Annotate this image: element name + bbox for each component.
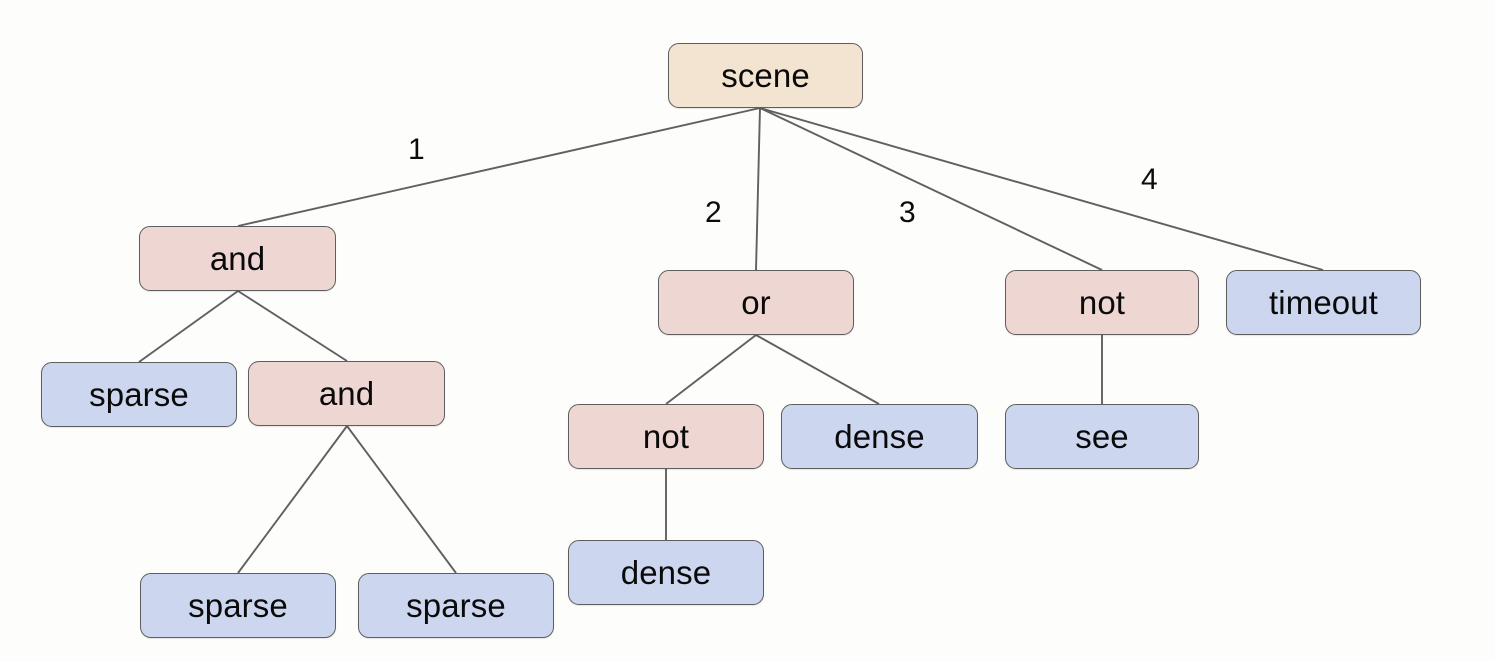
edge-label-3: 3 [899,196,916,229]
tree-node-label: not [642,418,690,455]
tree-node-label: sparse [188,587,288,624]
tree-edge [346,425,457,574]
tree-edge [759,107,1103,271]
tree-node-and1[interactable]: and [139,226,336,291]
tree-node-label: dense [834,418,925,455]
tree-node-or1[interactable]: or [658,270,854,335]
tree-node-label: timeout [1269,284,1378,321]
tree-node-sparse3[interactable]: sparse [358,573,554,638]
tree-node-timeout1[interactable]: timeout [1226,270,1421,335]
tree-node-dense2[interactable]: dense [568,540,764,605]
tree-node-label: scene [721,57,810,94]
edge-label-4: 4 [1141,163,1158,196]
tree-edge [755,107,761,271]
tree-edge [665,334,757,405]
tree-node-not1[interactable]: not [568,404,764,469]
tree-node-label: sparse [89,376,189,413]
tree-edge [138,290,239,363]
tree-edge [755,334,880,405]
tree-node-see1[interactable]: see [1005,404,1199,469]
tree-node-label: not [1078,284,1126,321]
edge-label-2: 2 [705,196,722,229]
tree-edge [237,425,348,574]
tree-node-label: and [318,375,375,412]
tree-node-label: see [1075,418,1129,455]
tree-edge [759,107,1324,271]
tree-node-and2[interactable]: and [248,361,445,426]
tree-edge [237,290,348,362]
tree-node-not2[interactable]: not [1005,270,1199,335]
tree-node-label: or [741,284,771,321]
tree-edge [237,107,761,227]
tree-node-sparse2[interactable]: sparse [140,573,336,638]
tree-node-scene[interactable]: scene [668,43,863,108]
tree-node-label: dense [620,554,712,591]
tree-node-label: and [209,240,266,277]
tree-node-sparse1[interactable]: sparse [41,362,237,427]
edge-label-1: 1 [408,133,425,166]
tree-node-label: sparse [406,587,506,624]
tree-node-dense1[interactable]: dense [781,404,978,469]
